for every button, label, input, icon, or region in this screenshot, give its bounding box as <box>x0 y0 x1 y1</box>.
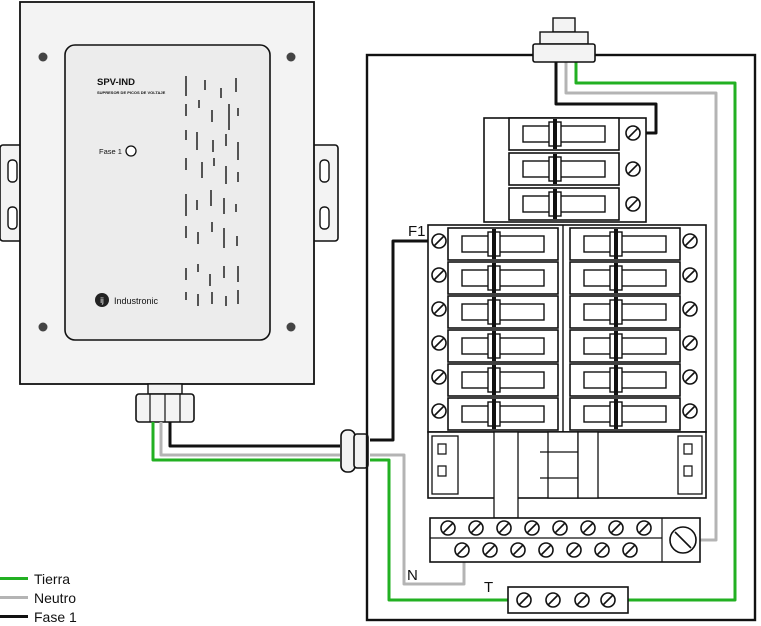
device-model: SPV-IND <box>97 77 135 88</box>
wire-phase <box>168 239 434 448</box>
panel-label-neutral: N <box>407 567 418 584</box>
wiring <box>151 62 737 602</box>
legend-swatch-phase <box>0 615 28 618</box>
device-phase-label: Fase 1 <box>99 147 122 156</box>
wire-ground <box>151 422 510 602</box>
wire-legend: Tierra Neutro Fase 1 <box>0 569 77 626</box>
legend-label-ground: Tierra <box>34 570 71 587</box>
legend-swatch-ground <box>0 577 28 580</box>
surge-protector-device <box>0 1 339 423</box>
panel-cable-gland <box>340 429 369 473</box>
brand-logo-letters: ij <box>100 296 104 305</box>
legend-label-neutral: Neutro <box>34 589 77 606</box>
wire-phase-main <box>554 62 658 135</box>
electrical-panel <box>365 17 757 622</box>
wire-neutral-main <box>564 62 718 542</box>
vent-slots <box>185 76 239 306</box>
panel-label-phase: F1 <box>408 223 426 240</box>
panel-label-ground: T <box>484 579 493 596</box>
brand-logo-icon <box>95 293 109 307</box>
device-subtitle: SUPRESOR DE PICOS DE VOLTAJE <box>97 90 166 95</box>
legend-item-ground: Tierra <box>0 569 77 588</box>
legend-label-phase: Fase 1 <box>34 608 77 625</box>
wire-neutral <box>159 422 466 586</box>
legend-item-neutral: Neutro <box>0 588 77 607</box>
phase-indicator-led <box>125 145 137 157</box>
wire-ground-main <box>574 62 737 602</box>
legend-swatch-neutral <box>0 596 28 599</box>
device-brand: Industronic <box>114 296 159 306</box>
legend-item-phase: Fase 1 <box>0 607 77 626</box>
